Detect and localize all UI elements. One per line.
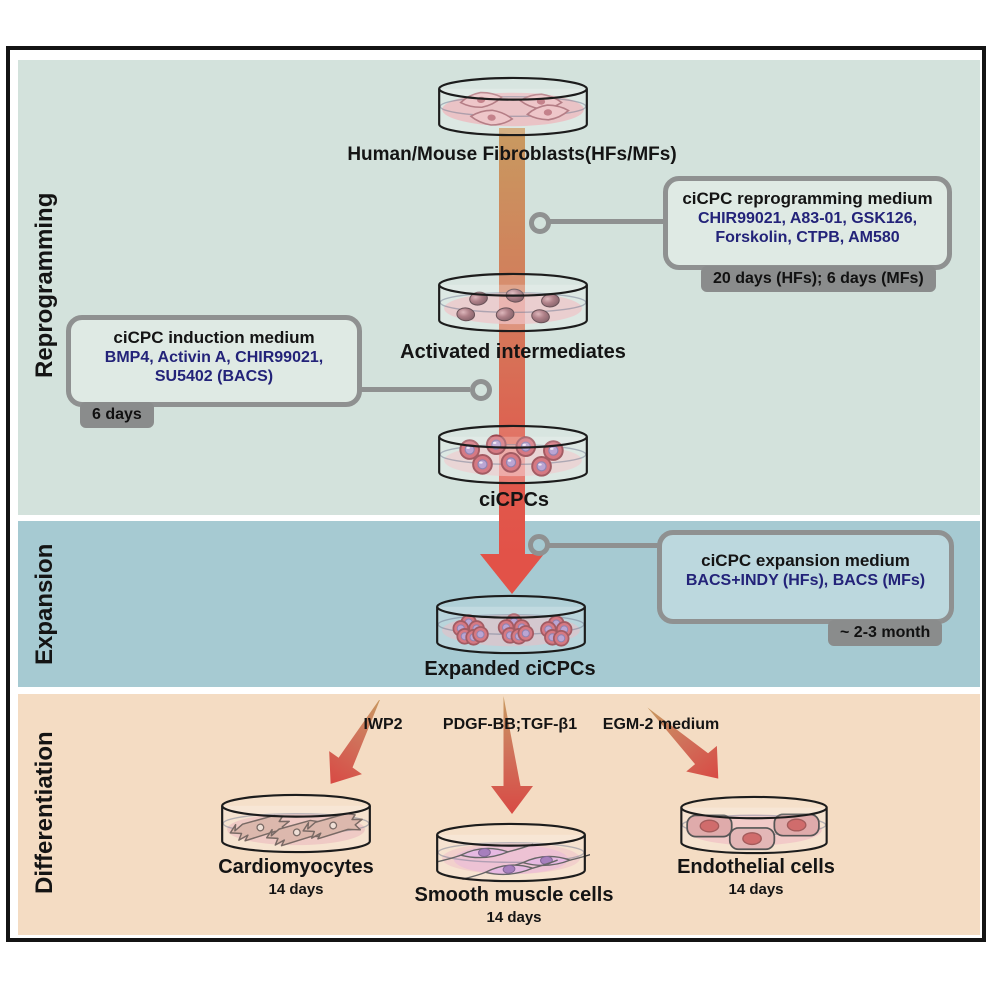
callout-title: ciCPC induction medium [113,328,315,347]
endothelial-label: Endothelial cells [677,856,835,878]
differentiation-arrow-smooth-muscle [491,696,533,814]
endothelial-dish [680,795,828,855]
cicpcs-dish [438,424,588,485]
connector-node-induction [470,379,492,401]
cardiomyocytes-duration: 14 days [268,881,324,898]
callout-expansion-medium: ciCPC expansion medium BACS+INDY (HFs), … [657,530,954,624]
connector-line-reprogramming [548,219,665,224]
callout-title: ciCPC expansion medium [701,551,910,570]
endothelial-duration: 14 days [728,881,784,898]
band-differentiation [18,694,980,935]
connector-line-induction [360,387,470,392]
callout-chemicals-line1: BACS+INDY (HFs), BACS (MFs) [685,572,926,590]
activated-intermediates-dish [438,272,588,333]
duration-badge-reprogramming: 20 days (HFs); 6 days (MFs) [701,266,936,292]
cardiomyocytes-dish [221,793,371,854]
section-label-differentiation: Differentiation [31,731,58,894]
differentiation-arrow-cardiomyocytes [329,700,382,784]
factor-label-pdgf-tgf: PDGF-BB;TGF-β1 [442,716,578,733]
callout-chemicals-line2: Forskolin, CTPB, AM580 [715,229,900,247]
main-workflow-arrow [480,128,544,594]
connector-node-reprogramming [529,212,551,234]
connector-node-expansion [528,534,550,556]
activated-intermediates-label: Activated intermediates [400,341,626,363]
duration-badge-expansion: ~ 2-3 month [828,620,943,646]
factor-label-egm2: EGM-2 medium [602,716,720,733]
fibroblasts-dish [438,76,588,137]
connector-line-expansion [548,543,659,548]
smooth-muscle-label: Smooth muscle cells [414,884,614,906]
duration-badge-induction: 6 days [80,402,154,428]
callout-chemicals-line1: CHIR99021, A83-01, GSK126, [697,210,918,228]
section-label-reprogramming: Reprogramming [31,192,58,378]
smooth-muscle-dish [436,822,590,883]
callout-reprogramming-medium: ciCPC reprogramming medium CHIR99021, A8… [663,176,952,270]
cardiomyocytes-label: Cardiomyocytes [218,856,374,878]
callout-title: ciCPC reprogramming medium [682,189,933,208]
callout-chemicals-line1: BMP4, Activin A, CHIR99021, [104,349,324,367]
factor-label-iwp2: IWP2 [363,716,403,733]
expanded-cicpcs-dish [436,594,586,655]
callout-chemicals-line2: SU5402 (BACS) [154,368,274,386]
differentiation-arrow-endothelial [647,707,719,779]
smooth-muscle-duration: 14 days [486,909,542,926]
cicpcs-label: ciCPCs [478,489,550,511]
callout-induction-medium: ciCPC induction medium BMP4, Activin A, … [66,315,362,407]
expanded-cicpcs-label: Expanded ciCPCs [424,658,596,680]
fibroblasts-label: Human/Mouse Fibroblasts(HFs/MFs) [347,144,677,165]
section-label-expansion: Expansion [31,543,58,665]
